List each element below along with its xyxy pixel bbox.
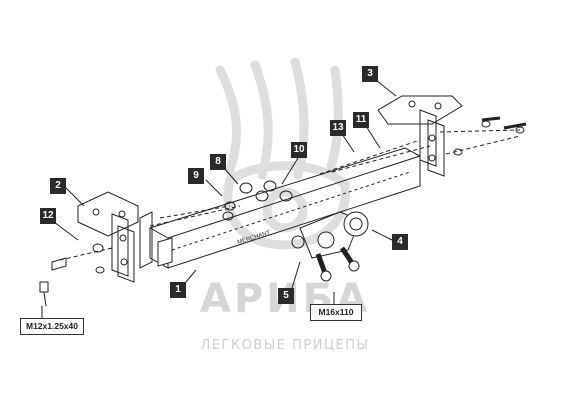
callout-13: 13 bbox=[330, 120, 346, 136]
watermark-logo bbox=[215, 57, 351, 250]
left-end-plate bbox=[139, 211, 153, 269]
callout-1: 1 bbox=[170, 282, 186, 298]
dimension-label-m16: M16x110 bbox=[310, 304, 362, 321]
dimension-label-m12: M12x1.25x40 bbox=[20, 318, 84, 335]
watermark-tagline: ЛЕГКОВЫЕ ПРИЦЕПЫ bbox=[200, 338, 370, 353]
callout-3: 3 bbox=[362, 66, 378, 82]
callout-10: 10 bbox=[291, 142, 307, 158]
callout-4: 4 bbox=[392, 234, 408, 250]
callout-9: 9 bbox=[188, 168, 204, 184]
main-beam bbox=[149, 147, 421, 269]
callout-11: 11 bbox=[353, 112, 369, 128]
left-bracket bbox=[77, 191, 139, 237]
right-bracket bbox=[377, 95, 463, 125]
callout-2: 2 bbox=[50, 178, 66, 194]
callout-5: 5 bbox=[278, 288, 294, 304]
callout-8: 8 bbox=[210, 154, 226, 170]
beam-marking: MERCHANT bbox=[237, 230, 272, 246]
callout-12: 12 bbox=[40, 208, 56, 224]
